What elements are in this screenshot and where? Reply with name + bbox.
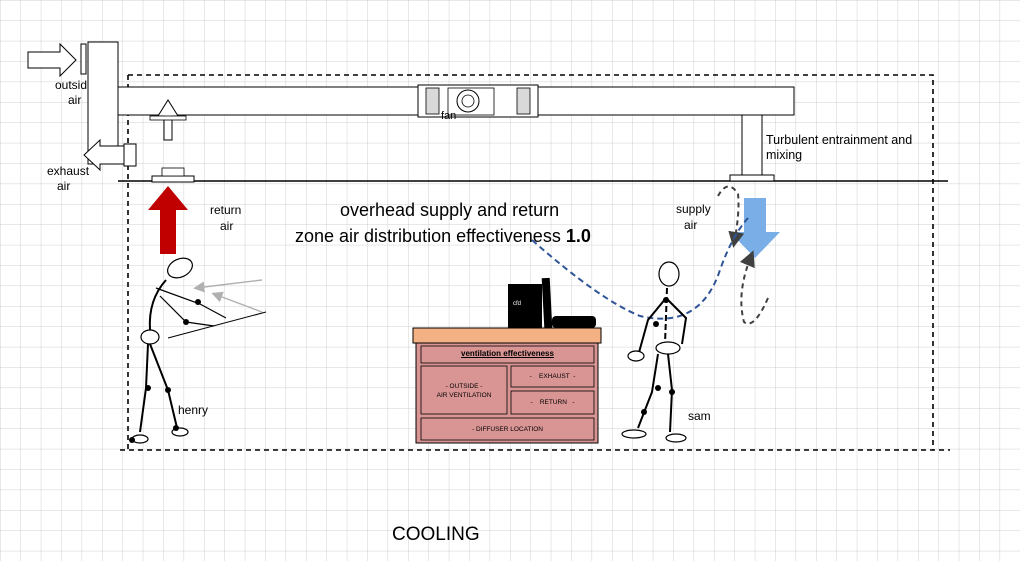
return-air-label: return — [210, 203, 242, 217]
cabinet-drawer-exhaust — [510, 365, 595, 388]
supply-drop-duct — [741, 114, 763, 176]
cabinet-diffuser-text: - DIFFUSER LOCATION — [471, 426, 544, 433]
henry-label: henry — [178, 403, 209, 417]
fan-filter-right — [516, 87, 531, 115]
cabinet-drawer-return — [510, 390, 595, 415]
return-damper — [149, 115, 187, 121]
airflow-hint-arrow-icon — [193, 279, 263, 293]
return-air-arrow-icon — [148, 186, 188, 254]
supply-air-label-2: air — [684, 218, 698, 232]
cabinet-outside-air-text: - OUTSIDE - AIR VENTILATION — [436, 383, 492, 399]
return-grille — [151, 175, 195, 183]
cabinet-drawer-header — [420, 345, 595, 364]
return-air-label-2: air — [220, 219, 234, 233]
cabinet-top — [412, 327, 602, 344]
cabinet-header-text: ventilation effectiveness — [461, 349, 554, 358]
exhaust-air-label: exhaust — [47, 164, 90, 178]
turbulent-mixing-label: Turbulent entrainment and mixing — [766, 133, 913, 162]
effectiveness-value: 1.0 — [565, 226, 591, 246]
outside-air-damper — [80, 43, 87, 75]
fan-filter-left — [425, 87, 440, 115]
airflow-hint-arrow-2-icon — [211, 291, 263, 313]
cabinet-exhaust-text: - EXHAUST - — [529, 373, 576, 380]
sam-figure-icon — [621, 261, 688, 443]
outside-air-label-2: air — [68, 93, 82, 107]
cfd-label: cfd — [513, 301, 522, 307]
mode-label: COOLING — [392, 524, 480, 545]
supply-diffuser — [729, 174, 775, 182]
diagram-title-line2: zone air distribution effectiveness 1.0 — [295, 226, 591, 247]
computer-icon — [508, 277, 596, 329]
cabinet-return-text: - RETURN - — [530, 399, 575, 406]
cabinet-drawer-outside-air — [420, 365, 508, 415]
return-grille-box — [161, 167, 185, 177]
diagram-title-line1: overhead supply and return — [340, 200, 560, 220]
air-handler-housing — [87, 41, 119, 165]
effectiveness-caption: zone air distribution effectiveness — [295, 226, 566, 246]
exhaust-air-arrow-icon — [83, 138, 125, 172]
fan-label: fan — [441, 110, 457, 122]
room-boundary-dashed — [128, 74, 934, 450]
mixing-arrow-icon — [739, 250, 769, 325]
outside-air-arrow-icon — [27, 42, 77, 78]
henry-figure-icon — [129, 257, 267, 444]
fan-hub-icon — [461, 94, 475, 108]
exhaust-air-label-2: air — [57, 179, 71, 193]
recirculation-arrow-icon — [717, 185, 745, 248]
supply-air-label: supply — [676, 202, 711, 216]
outside-air-label: outsid — [55, 78, 88, 92]
sam-label: sam — [688, 409, 711, 423]
cabinet-drawer-diffuser — [420, 417, 595, 441]
exhaust-damper — [123, 143, 137, 167]
